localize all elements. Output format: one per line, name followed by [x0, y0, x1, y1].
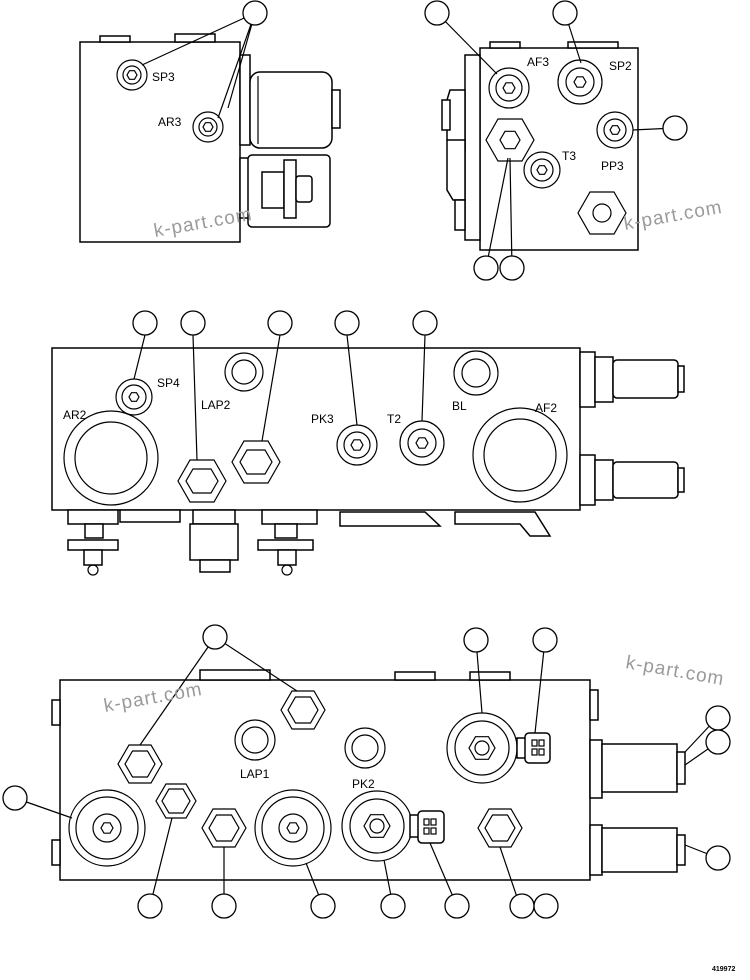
port-sp3	[116, 59, 148, 91]
port-lap1	[234, 719, 276, 761]
view-middle: SP4 AR2 LAP2 PK3 T2 BL AF2	[51, 310, 685, 576]
callout-circle	[180, 310, 206, 336]
callout-circle	[334, 310, 360, 336]
callout-circle	[705, 729, 731, 755]
solenoid-valve-upper	[446, 712, 551, 784]
callout-circle	[242, 0, 268, 26]
port-ar2	[63, 410, 159, 506]
label-pk2: PK2	[352, 777, 375, 791]
port-pk2	[344, 727, 386, 769]
callout-circle	[137, 893, 163, 919]
callout-circle	[473, 255, 499, 281]
label-pk3: PK3	[311, 412, 334, 426]
cap-large-left	[68, 789, 146, 867]
view-top-left: SP3 AR3 k-part.com	[79, 0, 341, 243]
label-sp3: SP3	[152, 70, 175, 84]
callout-circle	[202, 624, 228, 650]
plug-hex-4	[201, 808, 247, 848]
label-t2: T2	[387, 412, 401, 426]
label-pp3: PP3	[601, 159, 624, 173]
drawing-code: 419972	[712, 966, 735, 973]
callout-circle	[211, 893, 237, 919]
callout-circle	[705, 845, 731, 871]
port-lap2	[224, 352, 264, 392]
callout-circle	[310, 893, 336, 919]
port-t3	[523, 151, 561, 189]
port-bl	[453, 350, 499, 396]
callout-circle	[463, 627, 489, 653]
callout-circle	[424, 0, 450, 26]
label-lap2: LAP2	[201, 398, 231, 412]
plug-hex-a	[177, 459, 227, 503]
plug-hex-1	[280, 690, 326, 730]
label-af3: AF3	[527, 55, 549, 69]
label-t3: T3	[562, 149, 576, 163]
callout-circle	[552, 0, 578, 26]
view-bottom: LAP1 PK2 k-part.com k-part.com	[2, 624, 731, 919]
label-sp4: SP4	[157, 376, 180, 390]
callout-circle	[499, 255, 525, 281]
plug-hex-left	[485, 118, 535, 162]
plug-hex-b	[231, 440, 281, 484]
callout-circle	[132, 310, 158, 336]
plug-hex-5	[477, 808, 523, 848]
callout-circle	[532, 627, 558, 653]
view-top-right: AF3 SP2 T3 PP3 k-part.com	[424, 0, 724, 281]
plug-hex-2	[117, 744, 163, 784]
label-af2: AF2	[535, 401, 557, 415]
label-lap1: LAP1	[240, 767, 270, 781]
callout-circle	[662, 115, 688, 141]
plug-hex-3	[155, 783, 197, 819]
solenoid-valve-lower	[341, 790, 445, 862]
port-ar3	[192, 111, 224, 143]
label-ar2: AR2	[63, 408, 87, 422]
plug-hex-bottom	[577, 191, 627, 235]
callout-circle	[509, 893, 535, 919]
port-af2	[472, 407, 568, 503]
callout-circle	[380, 893, 406, 919]
port-af3	[488, 67, 530, 109]
callout-circle	[444, 893, 470, 919]
callout-circle	[2, 785, 28, 811]
watermark: k-part.com	[624, 652, 726, 690]
callout-circle	[267, 310, 293, 336]
label-bl: BL	[452, 399, 467, 413]
label-sp2: SP2	[609, 59, 632, 73]
cap-large-right	[254, 789, 332, 867]
callout-circle	[533, 893, 559, 919]
callout-circle	[412, 310, 438, 336]
callout-circle	[705, 705, 731, 731]
label-ar3: AR3	[158, 115, 182, 129]
